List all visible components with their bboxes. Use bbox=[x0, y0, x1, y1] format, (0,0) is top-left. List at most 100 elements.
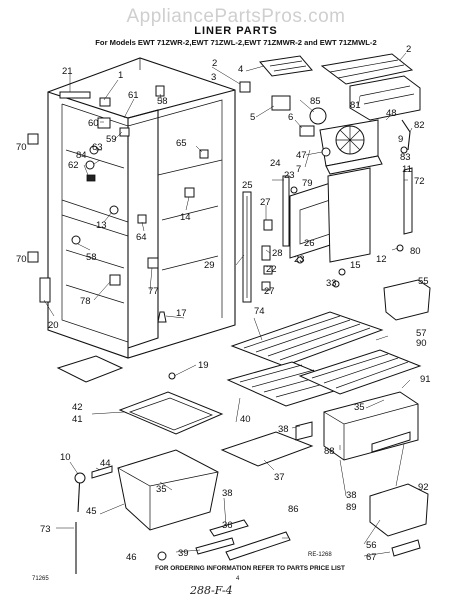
part-23-lower bbox=[296, 256, 304, 264]
part-77 bbox=[147, 257, 159, 269]
callout-38-lower: 38 bbox=[222, 488, 233, 499]
callout-23-upper: 23 bbox=[284, 170, 295, 181]
part-64 bbox=[137, 214, 147, 224]
callout-11: 11 bbox=[402, 164, 412, 175]
part-6 bbox=[299, 125, 315, 137]
part-19-tray bbox=[56, 355, 124, 383]
callout-19: 19 bbox=[198, 360, 209, 371]
callout-1: 1 bbox=[118, 70, 123, 81]
callout-90: 90 bbox=[416, 338, 427, 349]
callout-35-right: 35 bbox=[354, 402, 365, 413]
part-72-strip bbox=[403, 167, 413, 235]
callout-58-left: 58 bbox=[86, 252, 97, 263]
callout-37: 37 bbox=[274, 472, 285, 483]
part-19 bbox=[168, 372, 176, 380]
callout-12: 12 bbox=[376, 254, 387, 265]
part-67 bbox=[391, 539, 421, 557]
part-39-strip bbox=[195, 537, 235, 555]
part-84 bbox=[85, 160, 95, 170]
callout-13: 13 bbox=[96, 220, 107, 231]
callout-48: 48 bbox=[386, 108, 397, 119]
watermark-text: AppliancePartsPros.com bbox=[126, 6, 345, 27]
part-88-crisper bbox=[323, 391, 419, 461]
callout-83: 83 bbox=[400, 152, 411, 163]
callout-36: 36 bbox=[222, 520, 233, 531]
callout-79: 79 bbox=[302, 178, 313, 189]
part-4-ice-tray bbox=[259, 55, 313, 77]
part-60 bbox=[97, 117, 111, 129]
callout-10: 10 bbox=[60, 452, 71, 463]
callout-38-mid: 38 bbox=[278, 424, 289, 435]
part-15 bbox=[338, 268, 346, 276]
callout-84: 84 bbox=[76, 150, 87, 161]
callout-72: 72 bbox=[414, 176, 425, 187]
part-47 bbox=[321, 147, 331, 157]
callout-70-lower: 70 bbox=[16, 254, 27, 265]
part-78 bbox=[109, 274, 121, 286]
callout-56: 56 bbox=[366, 540, 377, 551]
part-12-panel bbox=[327, 167, 371, 263]
callout-85: 85 bbox=[310, 96, 321, 107]
callout-20: 20 bbox=[48, 320, 59, 331]
part-58-left bbox=[71, 235, 81, 245]
ordering-info-note: FOR ORDERING INFORMATION REFER TO PARTS … bbox=[155, 565, 345, 572]
callout-23-lower: 23 bbox=[294, 254, 305, 265]
callout-86: 86 bbox=[288, 504, 299, 515]
diagram-code: 71265 bbox=[32, 576, 49, 582]
part-81-housing bbox=[349, 75, 421, 121]
callout-64: 64 bbox=[136, 232, 147, 243]
callout-47: 47 bbox=[296, 150, 307, 161]
part-56-bin bbox=[369, 483, 429, 537]
callout-22: 22 bbox=[266, 264, 277, 275]
part-3-bracket bbox=[239, 81, 251, 93]
callout-6: 6 bbox=[288, 112, 293, 123]
part-46 bbox=[157, 551, 167, 561]
part-70-lower bbox=[27, 251, 39, 263]
part-61 bbox=[99, 97, 111, 107]
callout-44: 44 bbox=[100, 458, 111, 469]
part-59 bbox=[119, 127, 130, 137]
callout-42: 42 bbox=[72, 402, 83, 413]
callout-38-right: 38 bbox=[346, 490, 357, 501]
callout-2: 2 bbox=[212, 58, 217, 69]
callout-29: 29 bbox=[204, 260, 215, 271]
callout-7: 7 bbox=[296, 164, 301, 175]
part-45-pan bbox=[117, 449, 219, 531]
callout-39: 39 bbox=[178, 548, 189, 559]
callout-25: 25 bbox=[242, 180, 253, 191]
part-33 bbox=[332, 280, 340, 288]
shelves-and-bins bbox=[56, 279, 431, 574]
figure-code: RE-1268 bbox=[308, 552, 332, 558]
callout-3: 3 bbox=[211, 72, 216, 83]
callout-21: 21 bbox=[62, 66, 73, 77]
part-27-upper bbox=[263, 219, 273, 231]
callout-45: 45 bbox=[86, 506, 97, 517]
page-mark: 4 bbox=[236, 576, 240, 582]
callout-46: 46 bbox=[126, 552, 137, 563]
callout-4: 4 bbox=[238, 64, 243, 75]
callout-27-upper: 27 bbox=[260, 197, 271, 208]
diagram-title: LINER PARTS bbox=[194, 25, 278, 37]
part-70-upper bbox=[27, 133, 39, 145]
handwritten-note: 288-F-4 bbox=[189, 584, 233, 597]
part-62 bbox=[86, 174, 96, 182]
part-22 bbox=[263, 265, 273, 275]
part-86-strip bbox=[225, 531, 291, 561]
callout-57: 57 bbox=[416, 328, 427, 339]
part-23-upper bbox=[290, 186, 298, 194]
callout-labels: 2 3 4 2 21 1 61 58 5 85 81 48 82 60 59 6… bbox=[16, 44, 431, 563]
callout-60: 60 bbox=[88, 118, 99, 129]
part-38-strip bbox=[295, 421, 313, 441]
part-5 bbox=[271, 95, 291, 111]
part-41-shelf bbox=[118, 391, 224, 435]
callout-59: 59 bbox=[106, 134, 117, 145]
callout-33: 33 bbox=[326, 278, 337, 289]
callout-67: 67 bbox=[366, 552, 377, 563]
callout-28: 28 bbox=[272, 248, 283, 259]
callout-27-lower: 27 bbox=[264, 286, 275, 297]
part-10-knob bbox=[74, 472, 86, 484]
callout-80: 80 bbox=[410, 246, 421, 257]
callout-92: 92 bbox=[418, 482, 429, 493]
callout-88: 88 bbox=[324, 446, 335, 457]
callout-91: 91 bbox=[420, 374, 431, 385]
